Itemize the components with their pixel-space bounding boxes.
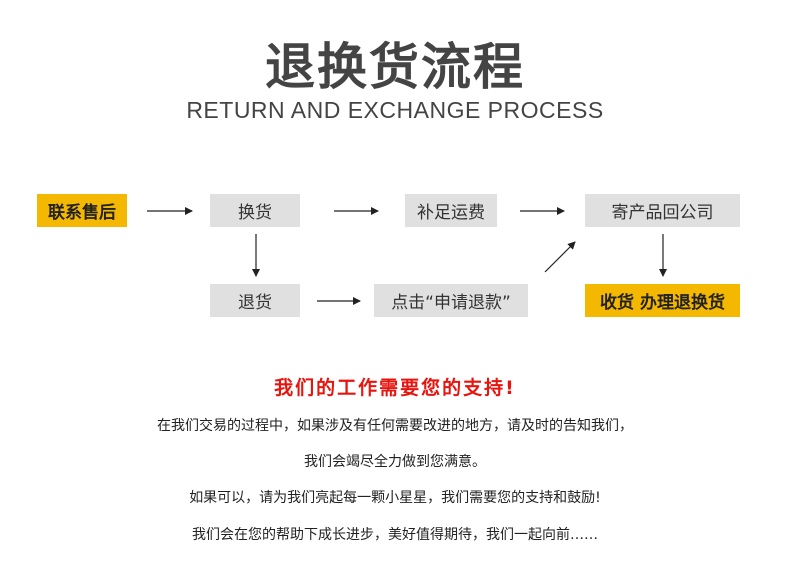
flow-step-click-apply: 点击“申请退款” [374,284,528,317]
message-line: 我们会在您的帮助下成长进步，美好值得期待，我们一起向前…… [192,527,598,543]
flow-step-shipping: 补足运费 [405,194,497,227]
flow-step-exchange: 换货 [210,194,300,227]
message-line: 我们会竭尽全力做到您满意。 [304,454,486,470]
flow-step-return: 退货 [210,284,300,317]
arrow-click-apply-to-send-back [544,241,576,273]
message-line: 如果可以，请为我们亮起每一颗小星星，我们需要您的支持和鼓励! [189,490,601,506]
flow-step-send-back: 寄产品回公司 [585,194,740,227]
page-title: 退换货流程 [265,38,525,96]
message-line: 在我们交易的过程中，如果涉及有任何需要改进的地方，请及时的告知我们， [157,418,633,434]
flow-step-receive: 收货 办理退换货 [585,284,740,317]
page-subtitle: RETURN AND EXCHANGE PROCESS [186,97,604,123]
flow-step-contact: 联系售后 [37,194,127,227]
slogan: 我们的工作需要您的支持! [274,377,516,399]
